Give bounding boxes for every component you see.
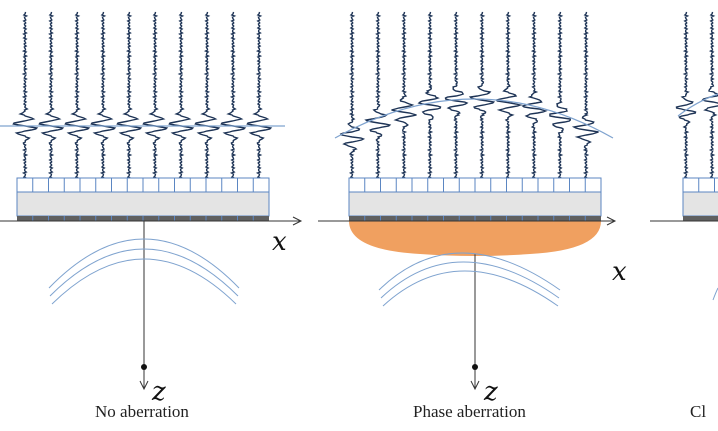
received-waveforms	[675, 11, 718, 179]
waveform-trace	[38, 11, 65, 179]
z-axis-arrowhead	[470, 380, 480, 391]
transducer-body	[682, 191, 718, 217]
x-axis-arrowhead	[292, 216, 303, 226]
x-axis-label: x	[612, 257, 627, 287]
panel-third	[650, 11, 718, 301]
waveform-trace	[142, 11, 169, 179]
aberration-layer	[349, 221, 601, 256]
focusing-wavefront-fragment	[712, 287, 718, 301]
transducer-element-dividers	[32, 178, 254, 192]
focal-point	[141, 364, 147, 370]
focusing-wavefronts	[48, 238, 240, 305]
waveform-trace	[339, 11, 366, 179]
transducer-element-dividers	[364, 178, 586, 192]
transducer-element-dividers	[698, 178, 715, 192]
waveform-trace	[116, 11, 143, 179]
waveform-trace	[64, 11, 91, 179]
waveform-trace	[571, 11, 599, 179]
z-axis-label: z	[483, 377, 498, 407]
caption-phase-aberration: Phase aberration	[413, 402, 526, 421]
x-axis-label: x	[272, 227, 287, 257]
focal-point	[472, 364, 478, 370]
incident-wavefront	[334, 98, 614, 139]
waveform-trace	[549, 11, 572, 179]
transducer-body	[348, 191, 602, 217]
waveform-trace	[168, 11, 195, 179]
caption-no-aberration: No aberration	[95, 402, 189, 421]
transducer-element-strip	[683, 216, 718, 221]
z-axis-label: z	[151, 377, 166, 407]
incident-wavefront	[677, 93, 718, 117]
waveform-trace	[90, 11, 117, 179]
x-axis-arrowhead	[606, 216, 617, 226]
transducer-matching-layer	[682, 177, 718, 193]
element-strip-ticks	[364, 216, 586, 221]
caption-third: Cl	[690, 402, 707, 421]
panel-phase-aberration: x z	[318, 11, 627, 407]
waveform-trace	[468, 11, 496, 179]
waveform-trace	[444, 11, 469, 179]
waveform-trace	[220, 11, 247, 179]
waveform-trace	[701, 11, 718, 179]
waveform-trace	[675, 11, 697, 179]
panel-no-aberration: x z	[0, 11, 303, 407]
transducer-body	[16, 191, 270, 217]
waveform-trace	[495, 11, 523, 179]
z-axis-arrowhead	[139, 380, 149, 391]
waveform-trace	[391, 11, 417, 179]
waveform-trace	[246, 11, 273, 179]
received-waveforms	[12, 11, 273, 179]
waveform-trace	[364, 11, 392, 179]
received-waveforms	[339, 11, 599, 179]
waveform-trace	[194, 11, 221, 179]
waveform-trace	[417, 11, 442, 179]
waveform-trace	[12, 11, 39, 179]
element-strip-ticks	[32, 216, 254, 221]
distorted-focusing-wavefronts	[378, 252, 561, 307]
waveform-trace	[521, 11, 548, 179]
